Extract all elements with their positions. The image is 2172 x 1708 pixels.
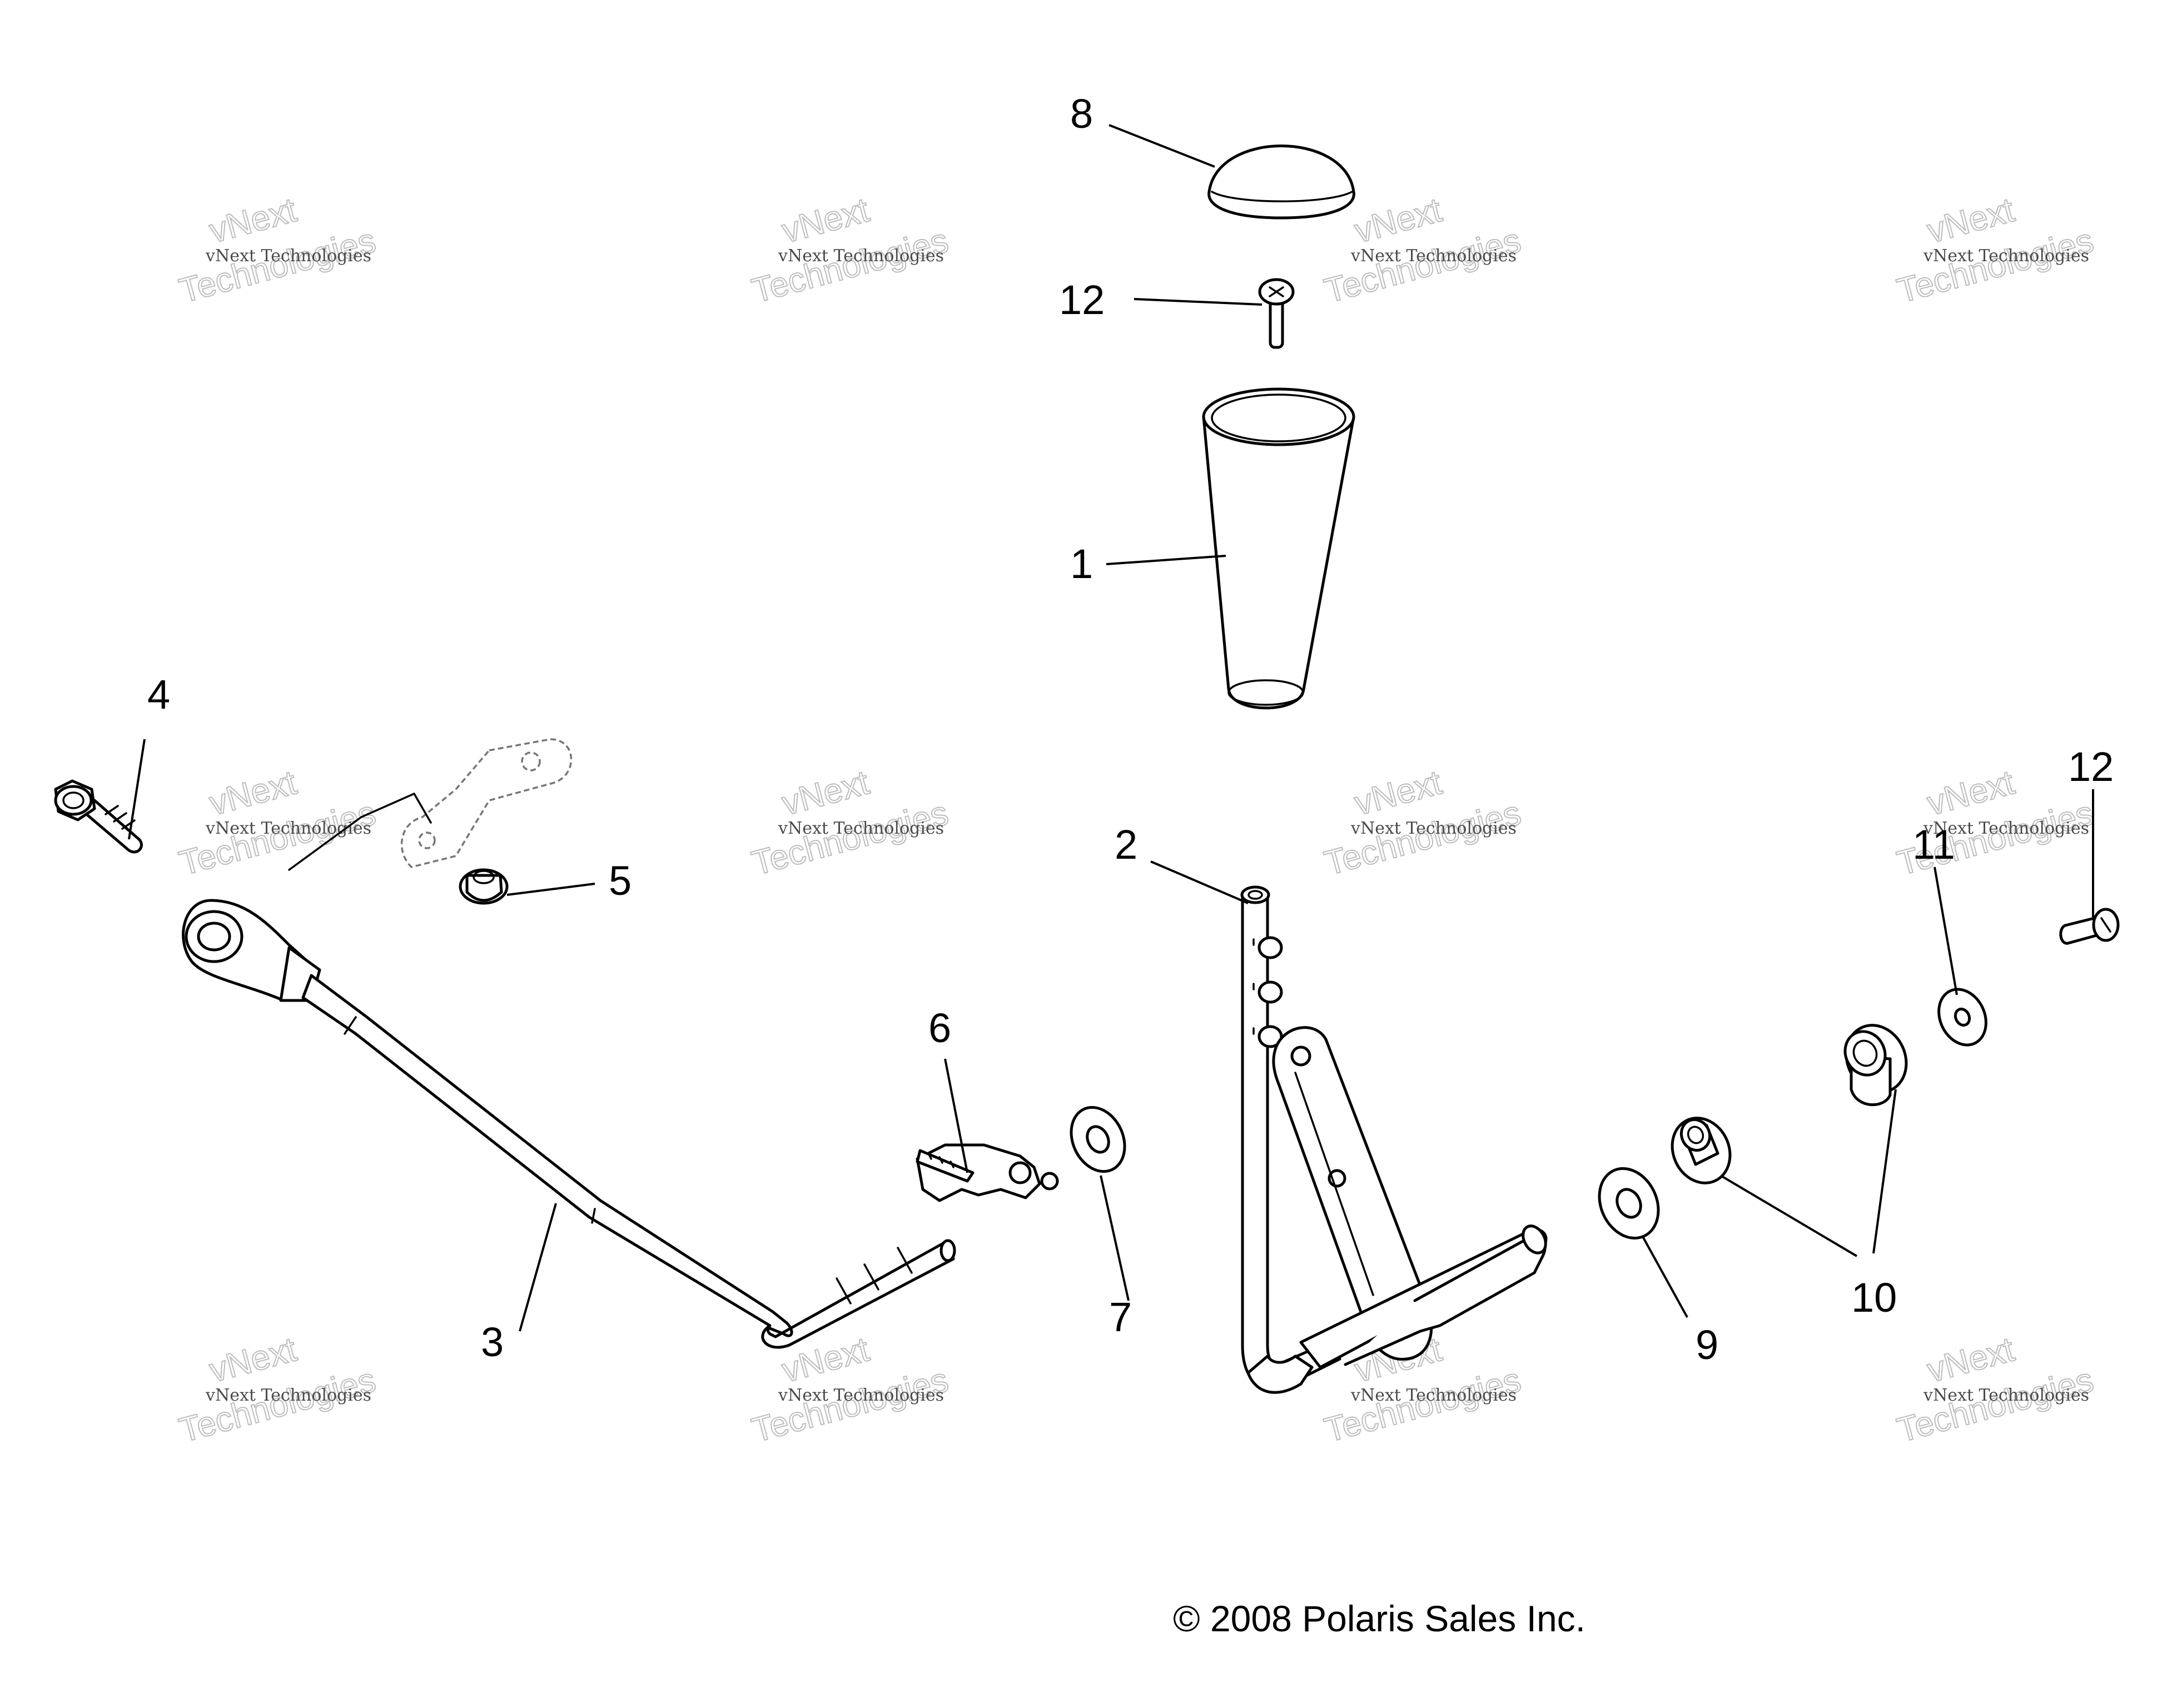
callout-3: 3	[481, 1319, 504, 1365]
svg-text:vNext: vNext	[1350, 191, 1445, 251]
svg-text:vNext Technologies: vNext Technologies	[778, 246, 944, 266]
svg-text:Technologies: Technologies	[1321, 1361, 1525, 1450]
part-12-screw-top	[1258, 278, 1295, 349]
part-3-shift-rod	[182, 899, 956, 1349]
svg-text:vNext Technologies: vNext Technologies	[1350, 246, 1517, 266]
callout-10: 10	[1851, 1274, 1897, 1321]
watermark: vNext Technologies vNext Technologies	[1320, 763, 1525, 883]
svg-text:vNext Technologies: vNext Technologies	[1923, 819, 2089, 838]
svg-text:Technologies: Technologies	[176, 221, 380, 310]
part-10-bushing-lower	[1671, 1117, 1732, 1184]
part-12-screw-right	[2059, 908, 2120, 945]
part-1-shift-knob	[1202, 387, 1355, 710]
watermark: vNext Technologies vNext Technologies	[175, 763, 380, 883]
svg-text:vNext Technologies: vNext Technologies	[778, 819, 944, 838]
callout-2: 2	[1115, 821, 1137, 868]
svg-text:vNext: vNext	[778, 763, 873, 823]
svg-text:vNext: vNext	[205, 191, 300, 251]
callout-9: 9	[1696, 1322, 1718, 1368]
part-9-washer	[1598, 1167, 1660, 1240]
svg-text:vNext: vNext	[778, 191, 873, 251]
callout-12-right: 12	[2068, 744, 2114, 790]
svg-text:vNext: vNext	[1350, 763, 1445, 823]
ghost-bracket	[288, 738, 573, 871]
part-4-flange-bolt	[54, 779, 143, 854]
part-8-knob-cap	[1207, 145, 1355, 220]
svg-text:vNext: vNext	[205, 1330, 300, 1390]
svg-text:vNext: vNext	[1923, 191, 2018, 251]
svg-text:Technologies: Technologies	[1321, 221, 1525, 310]
svg-text:vNext: vNext	[205, 763, 300, 823]
callout-12-top: 12	[1059, 277, 1105, 323]
part-5-flange-nut	[459, 868, 509, 905]
svg-text:vNext Technologies: vNext Technologies	[1923, 1386, 2089, 1405]
svg-text:vNext Technologies: vNext Technologies	[205, 1386, 371, 1405]
copyright-notice: © 2008 Polaris Sales Inc.	[1173, 1598, 1585, 1639]
svg-text:vNext Technologies: vNext Technologies	[1350, 1386, 1517, 1405]
svg-text:vNext Technologies: vNext Technologies	[778, 1386, 944, 1405]
svg-text:vNext Technologies: vNext Technologies	[205, 819, 371, 838]
svg-text:Technologies: Technologies	[1893, 221, 2098, 310]
svg-text:vNext: vNext	[1923, 1330, 2018, 1390]
watermark: vNext Technologies vNext Technologies	[1893, 1329, 2098, 1450]
svg-text:Technologies: Technologies	[748, 221, 952, 310]
callout-8: 8	[1070, 91, 1093, 137]
svg-text:vNext Technologies: vNext Technologies	[1923, 246, 2089, 266]
callout-6: 6	[928, 1005, 951, 1051]
watermark: vNext Technologies vNext Technologies	[1320, 190, 1525, 311]
svg-text:vNext Technologies: vNext Technologies	[205, 246, 371, 266]
callout-numbers: 8 12 1 4 5 2 12 11 6 7 3 9 10	[147, 91, 2114, 1368]
leader-lines	[128, 124, 2094, 1332]
svg-text:Technologies: Technologies	[1321, 794, 1525, 883]
callout-4: 4	[147, 671, 170, 718]
part-10-bushing-upper	[1843, 1024, 1908, 1107]
svg-text:Technologies: Technologies	[748, 1361, 952, 1450]
watermark: vNext Technologies vNext Technologies	[748, 763, 953, 883]
watermark-grid: vNext Technologies vNext Technologies vN…	[175, 190, 2098, 1450]
svg-text:vNext Technologies: vNext Technologies	[1350, 819, 1517, 838]
part-6-clip	[916, 1143, 1059, 1202]
watermark: vNext Technologies vNext Technologies	[175, 190, 380, 311]
callout-5: 5	[609, 858, 632, 904]
watermark: vNext Technologies vNext Technologies	[748, 190, 953, 311]
svg-text:Technologies: Technologies	[176, 794, 380, 883]
watermark: vNext Technologies vNext Technologies	[1893, 190, 2098, 311]
svg-text:Technologies: Technologies	[748, 794, 952, 883]
callout-11: 11	[1912, 821, 1955, 868]
watermark: vNext Technologies vNext Technologies	[175, 1329, 380, 1450]
callout-1: 1	[1070, 541, 1093, 587]
svg-text:vNext: vNext	[1923, 763, 2018, 823]
part-11-washer	[1937, 988, 1987, 1047]
part-2-shift-lever	[1240, 885, 1548, 1394]
part-7-washer	[1070, 1106, 1126, 1173]
svg-text:Technologies: Technologies	[176, 1361, 380, 1450]
callout-7: 7	[1109, 1294, 1132, 1340]
svg-text:Technologies: Technologies	[1893, 1361, 2098, 1450]
